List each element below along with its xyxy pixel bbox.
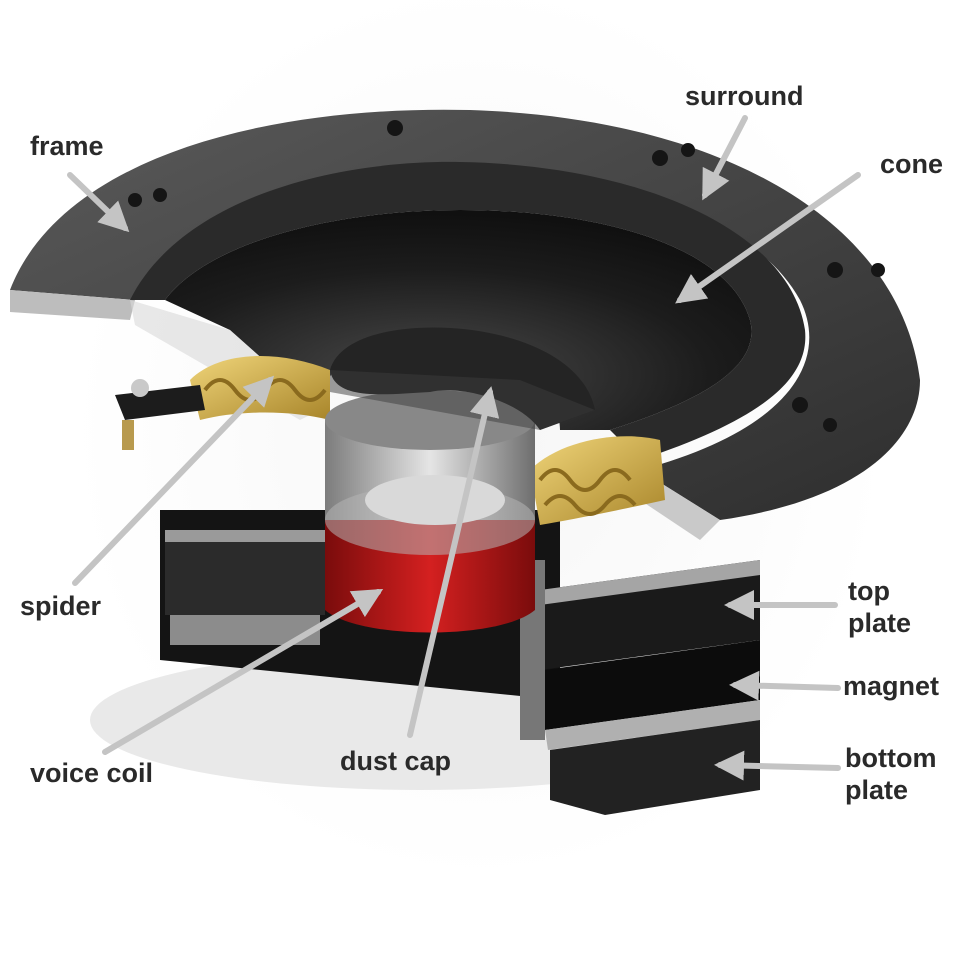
label-top-plate: top plate: [848, 576, 912, 638]
frame-arrow: [67, 172, 130, 233]
label-bottom-plate: bottom plate: [845, 743, 937, 805]
terminal-tab: [115, 379, 205, 450]
label-voice-coil: voice coil: [30, 758, 154, 788]
left-top-plate-block: [165, 530, 325, 615]
label-spider: spider: [20, 591, 102, 621]
cone-arrow: [675, 172, 861, 304]
magnet-assembly: [160, 510, 760, 815]
label-dust-cap: dust cap: [340, 746, 452, 776]
surround-arrow: [702, 115, 748, 201]
label-magnet: magnet: [843, 671, 940, 701]
dust-cap-arrow: [407, 386, 500, 738]
spider-arrow: [72, 375, 275, 586]
bottom-plate-arrow: [714, 750, 841, 781]
label-surround: surround: [685, 81, 804, 111]
pointer-arrows: [67, 115, 861, 781]
label-cone: cone: [880, 149, 944, 179]
voice-coil-arrow: [102, 588, 384, 755]
right-bottom-plate-block: [550, 720, 760, 815]
voice-coil-assembly: [325, 390, 535, 633]
magnet-arrow: [729, 670, 841, 701]
label-frame: frame: [30, 131, 104, 161]
